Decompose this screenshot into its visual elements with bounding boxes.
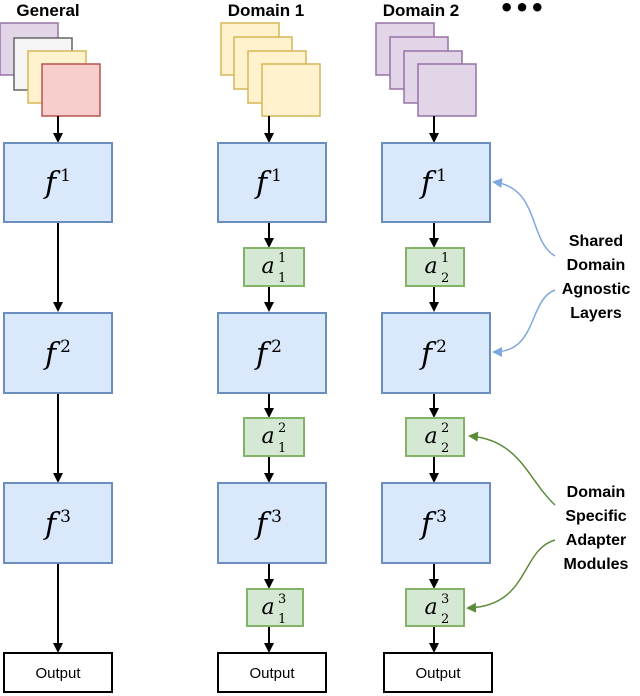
output-box: Output: [3, 652, 113, 693]
adapter-box: a 3 2: [405, 588, 465, 627]
layer-superscript: 1: [436, 166, 447, 186]
adapter-superscript: 3: [441, 592, 449, 607]
layer-superscript: 2: [436, 337, 447, 357]
input-stack-domain-1: [220, 22, 321, 117]
annotation-line: Agnostic: [562, 281, 631, 298]
adapter-symbol: a: [424, 254, 437, 279]
annotation-line: Shared: [569, 233, 623, 250]
annotation-line: Adapter: [566, 532, 626, 549]
annotation-line: Specific: [565, 508, 626, 525]
output-label: Output: [415, 665, 461, 682]
adapter-superscript: 3: [278, 592, 286, 607]
layer-superscript: 1: [60, 166, 71, 186]
adapter-box: a 3 1: [246, 588, 304, 627]
input-card: [41, 63, 101, 117]
adapter-box: a 1 2: [405, 247, 465, 287]
shared-layers-annotation: Shared Domain Agnostic Layers: [492, 178, 631, 357]
header-domain-1: Domain 1: [228, 1, 305, 20]
adapter-symbol: a: [261, 254, 274, 279]
adapter-modules-annotation: Domain Specific Adapter Modules: [466, 431, 629, 613]
annotation-line: Layers: [570, 305, 622, 322]
layer-superscript: 3: [271, 507, 282, 527]
annotation-line: Domain: [567, 484, 626, 501]
adapter-subscript: 1: [278, 271, 286, 286]
adapter-symbol: a: [424, 595, 437, 620]
adapter-symbol: a: [424, 424, 437, 449]
adapter-symbol: a: [261, 424, 274, 449]
input-stack-domain-2: [375, 22, 477, 117]
output-box: Output: [383, 652, 493, 693]
output-label: Output: [249, 665, 295, 682]
adapter-subscript: 2: [441, 441, 449, 456]
annotation-line: Domain: [567, 257, 626, 274]
adapter-superscript: 1: [441, 251, 449, 266]
adapter-subscript: 1: [278, 441, 286, 456]
input-stack-general: [0, 22, 101, 117]
header-domain-2: Domain 2: [383, 1, 460, 20]
adapter-subscript: 2: [441, 271, 449, 286]
layer-superscript: 2: [271, 337, 282, 357]
adapter-box: a 2 2: [405, 417, 465, 457]
annotation-line: Modules: [564, 556, 629, 573]
adapter-symbol: a: [261, 595, 274, 620]
input-card: [261, 63, 321, 117]
flow-arrows: [53, 116, 439, 653]
adapter-superscript: 1: [278, 251, 286, 266]
shared-pointer-arrow: [492, 178, 556, 257]
layer-superscript: 3: [436, 507, 447, 527]
layer-superscript: 2: [60, 337, 71, 357]
adapter-subscript: 2: [441, 612, 449, 627]
adapter-pointer-arrow: [468, 431, 556, 506]
shared-pointer-arrow: [492, 289, 556, 357]
adapter-superscript: 2: [278, 421, 286, 436]
more-domains-ellipsis: •••: [499, 0, 545, 22]
adapter-box: a 2 1: [243, 417, 305, 457]
header-general: General: [16, 1, 79, 20]
layer-superscript: 1: [271, 166, 282, 186]
adapter-subscript: 1: [278, 612, 286, 627]
output-box: Output: [217, 652, 327, 693]
input-card: [417, 63, 477, 117]
layer-superscript: 3: [60, 507, 71, 527]
adapter-pointer-arrow: [466, 539, 556, 613]
adapter-box: a 1 1: [243, 247, 305, 287]
adapter-superscript: 2: [441, 421, 449, 436]
output-label: Output: [35, 665, 81, 682]
